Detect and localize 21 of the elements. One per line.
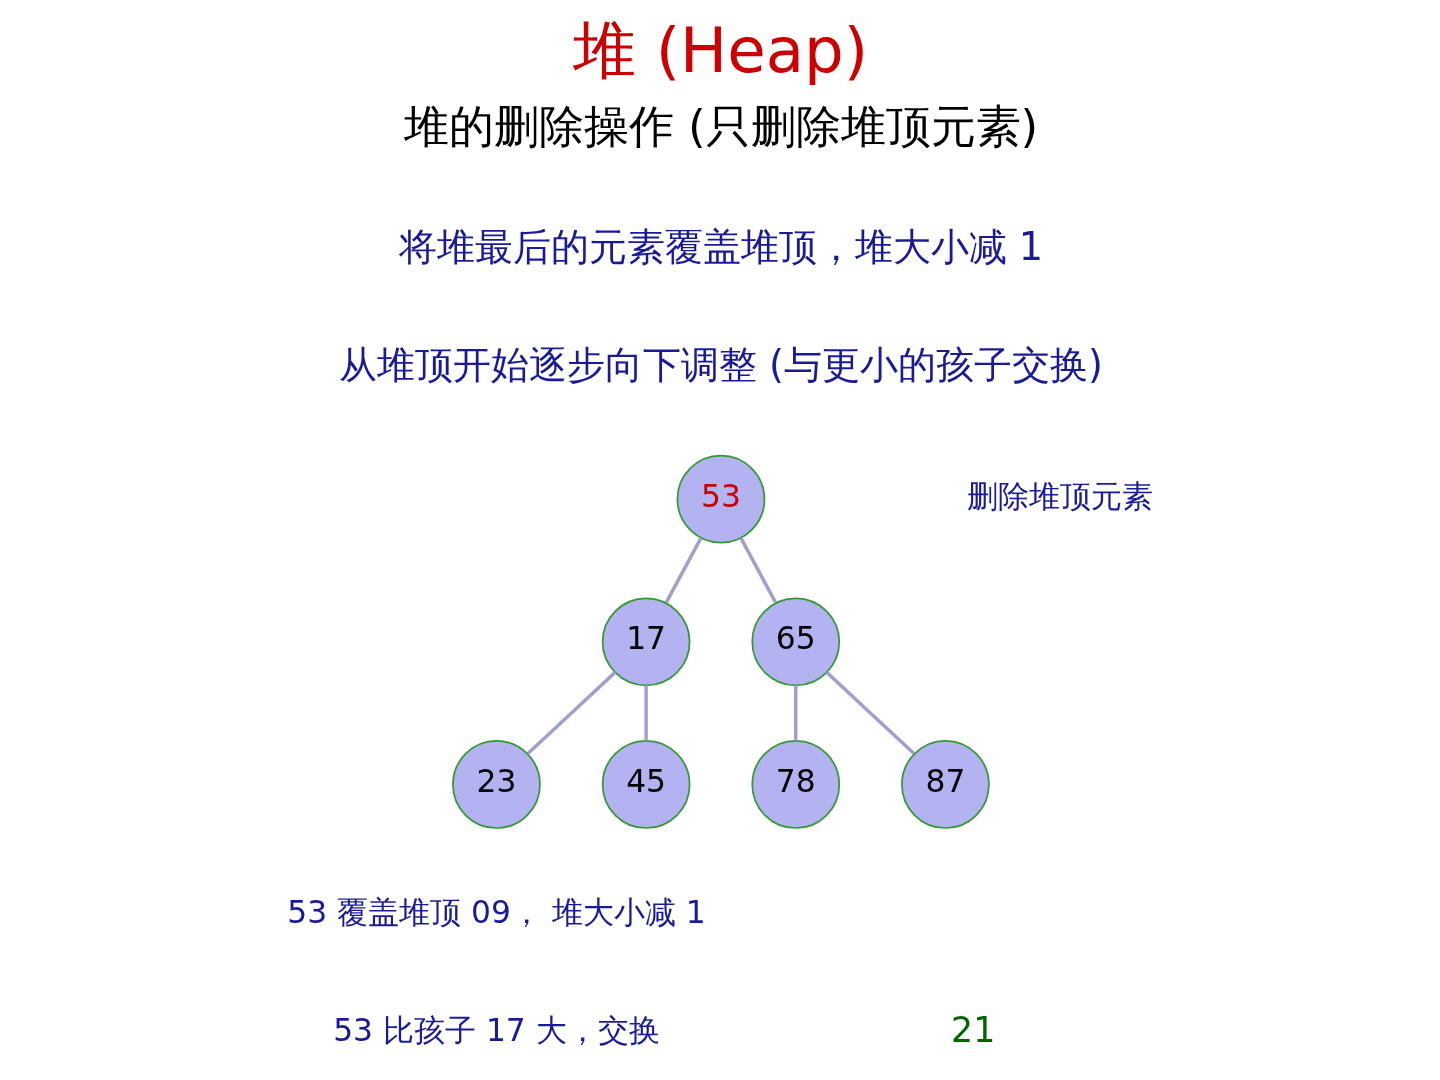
node-circle: 17 <box>601 597 690 687</box>
connector <box>643 685 648 741</box>
node-circle: 65 <box>750 597 840 687</box>
node-circle: 45 <box>601 740 690 829</box>
connector <box>793 685 797 741</box>
node-circle: 78 <box>750 740 840 829</box>
node-circle: 87 <box>900 740 990 829</box>
node-circle: 23 <box>451 740 541 829</box>
node-circle: 53 <box>676 454 765 544</box>
label: 21 <box>950 1010 995 1051</box>
label: 53 比孩子 17 大，交换 <box>332 1012 660 1049</box>
label: 删除堆顶元素 <box>966 477 1153 514</box>
label: 53 覆盖堆顶 09， 堆大小减 1 <box>286 893 706 930</box>
label: 从堆顶开始逐步向下调整 (与更小的孩子交换) <box>338 342 1103 388</box>
diagram-title: 堆 (Heap) <box>572 14 868 88</box>
connector <box>738 537 777 604</box>
label: 将堆最后的元素覆盖堆顶，堆大小减 1 <box>398 224 1043 269</box>
connector <box>825 671 915 755</box>
label: 堆的删除操作 (只删除堆顶元素) <box>403 100 1038 154</box>
connector <box>526 671 616 755</box>
connector <box>664 537 702 604</box>
